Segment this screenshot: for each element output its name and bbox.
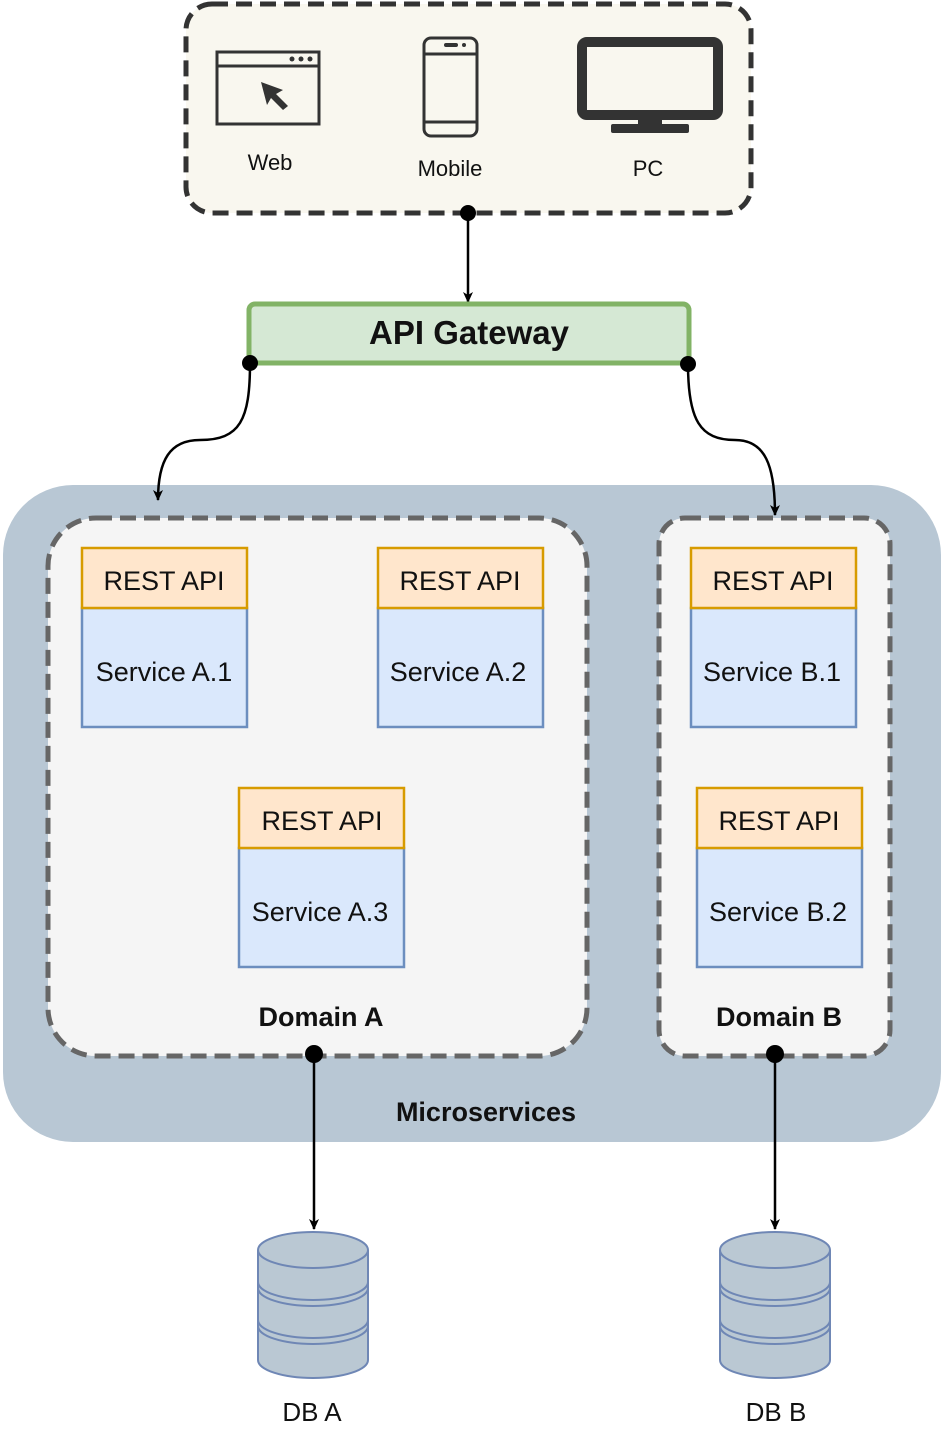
service-a2: REST API Service A.2 [376,546,545,729]
rest-api-label: REST API [399,566,520,596]
rest-api-box [237,786,406,850]
service-box [376,606,545,729]
domain-b-label: Domain B [716,1002,842,1032]
api-gateway-label: API Gateway [369,314,570,351]
mobile-label: Mobile [418,156,483,181]
pc-label: PC [633,156,664,181]
domain-a-label: Domain A [258,1002,383,1032]
clients-panel-border [183,1,754,216]
connector-domain-a-db-a [305,1045,323,1230]
rest-api-label: REST API [718,806,839,836]
rest-api-box [695,786,864,850]
rest-api-label: REST API [712,566,833,596]
db-b-label: DB B [746,1397,807,1427]
rest-api-box [689,546,858,610]
connector-gateway-domain-b [680,356,780,516]
rest-api-box [80,546,249,610]
connector-domain-b-db-b [766,1045,784,1230]
clients-panel: Web Mobile PC [183,1,754,216]
service-label: Service A.3 [252,897,389,927]
service-a3: REST API Service A.3 [237,786,406,969]
service-label: Service A.1 [96,657,233,687]
rest-api-label: REST API [261,806,382,836]
db-a-label: DB A [282,1397,342,1427]
web-browser-icon [215,50,321,126]
service-a1: REST API Service A.1 [80,546,249,729]
service-b2: REST API Service B.2 [695,786,864,969]
database-a-icon [257,1231,369,1379]
web-label: Web [248,150,293,175]
api-gateway: API Gateway [246,301,692,366]
desktop-monitor-icon [577,37,723,133]
service-label: Service B.1 [703,657,841,687]
rest-api-label: REST API [103,566,224,596]
database-b-icon [719,1231,831,1379]
service-box [695,846,864,969]
microservices-label: Microservices [396,1097,576,1127]
connector-clients-gateway [460,205,476,303]
api-gateway-box [246,301,692,366]
service-label: Service B.2 [709,897,847,927]
mobile-phone-icon [422,36,479,138]
service-b1: REST API Service B.1 [689,546,858,729]
rest-api-box [376,546,545,610]
connector-gateway-domain-a [153,355,258,501]
service-label: Service A.2 [390,657,527,687]
